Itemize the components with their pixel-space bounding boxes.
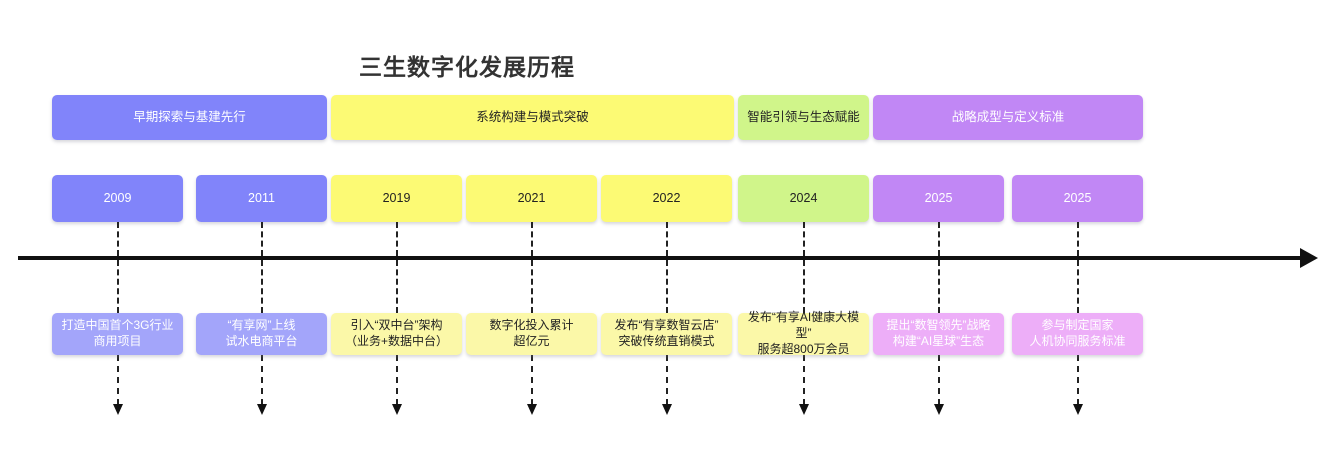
event-line-2: 超亿元: [513, 334, 550, 348]
connector-arrowhead-5: [662, 404, 672, 415]
event-box-5[interactable]: 发布“有享数智云店”突破传统直销模式: [601, 313, 732, 355]
event-text: 数字化投入累计超亿元: [470, 318, 593, 350]
event-box-8[interactable]: 参与制定国家人机协同服务标准: [1012, 313, 1143, 355]
connector-dash-lower-3: [396, 355, 398, 405]
event-line-2: （业务+数据中台）: [344, 334, 448, 348]
event-line-1: 数字化投入累计: [489, 318, 574, 333]
connector-dash-lower-6: [803, 355, 805, 405]
connector-dash-middle-5: [666, 260, 668, 313]
year-label: 2022: [652, 191, 681, 206]
connector-dash-upper-6: [803, 222, 805, 256]
event-line-1: 打造中国首个3G行业: [61, 318, 174, 333]
year-box-2021-4[interactable]: 2021: [466, 175, 597, 222]
connector-dash-middle-4: [531, 260, 533, 313]
connector-dash-upper-8: [1077, 222, 1079, 256]
event-line-2: 构建“AI星球”生态: [892, 334, 985, 348]
connector-dash-middle-6: [803, 260, 805, 313]
phase-bar-label: 系统构建与模式突破: [476, 110, 589, 125]
event-box-1[interactable]: 打造中国首个3G行业商用项目: [52, 313, 183, 355]
connector-dash-lower-8: [1077, 355, 1079, 405]
year-label: 2025: [1063, 191, 1092, 206]
connector-arrowhead-1: [113, 404, 123, 415]
connector-arrowhead-3: [392, 404, 402, 415]
year-label: 2011: [248, 191, 275, 206]
year-box-2009-1[interactable]: 2009: [52, 175, 183, 222]
phase-bar-3[interactable]: 智能引领与生态赋能: [738, 95, 869, 140]
timeline-axis-line: [18, 256, 1304, 260]
connector-dash-upper-2: [261, 222, 263, 256]
connector-arrowhead-4: [527, 404, 537, 415]
phase-bar-label: 智能引领与生态赋能: [747, 110, 860, 125]
event-text: 发布“有享数智云店”突破传统直销模式: [605, 318, 728, 350]
event-box-3[interactable]: 引入“双中台”架构（业务+数据中台）: [331, 313, 462, 355]
event-box-7[interactable]: 提出“数智领先”战略构建“AI星球”生态: [873, 313, 1004, 355]
phase-bar-4[interactable]: 战略成型与定义标准: [873, 95, 1143, 140]
connector-dash-middle-2: [261, 260, 263, 313]
event-line-2: 商用项目: [93, 334, 142, 348]
phase-bar-label: 战略成型与定义标准: [951, 110, 1065, 125]
connector-dash-upper-7: [938, 222, 940, 256]
connector-dash-middle-3: [396, 260, 398, 313]
connector-dash-upper-1: [117, 222, 119, 256]
connector-dash-lower-2: [261, 355, 263, 405]
connector-dash-middle-8: [1077, 260, 1079, 313]
event-box-4[interactable]: 数字化投入累计超亿元: [466, 313, 597, 355]
connector-dash-upper-5: [666, 222, 668, 256]
year-box-2024-6[interactable]: 2024: [738, 175, 869, 222]
connector-dash-middle-1: [117, 260, 119, 313]
connector-dash-lower-4: [531, 355, 533, 405]
connector-arrowhead-7: [934, 404, 944, 415]
event-line-2: 试水电商平台: [225, 334, 298, 348]
year-label: 2024: [789, 191, 818, 206]
year-box-2011-2[interactable]: 2011: [196, 175, 327, 222]
phase-bar-label: 早期探索与基建先行: [133, 110, 246, 125]
event-text: 打造中国首个3G行业商用项目: [56, 318, 179, 350]
event-text: 发布“有享AI健康大模型”服务超800万会员: [742, 310, 865, 357]
year-label: 2021: [517, 191, 546, 206]
event-line-2: 突破传统直销模式: [618, 334, 715, 348]
page-title: 三生数字化发展历程: [359, 54, 575, 80]
connector-dash-lower-1: [117, 355, 119, 405]
event-box-2[interactable]: “有享网”上线试水电商平台: [196, 313, 327, 355]
year-box-2025-8[interactable]: 2025: [1012, 175, 1143, 222]
event-text: “有享网”上线试水电商平台: [200, 318, 323, 350]
event-line-1: 提出“数智领先”战略: [886, 318, 991, 333]
event-line-1: “有享网”上线: [227, 318, 296, 333]
connector-dash-lower-5: [666, 355, 668, 405]
connector-arrowhead-8: [1073, 404, 1083, 415]
event-line-1: 引入“双中台”架构: [350, 318, 443, 333]
event-line-1: 发布“有享数智云店”: [614, 318, 719, 333]
event-text: 引入“双中台”架构（业务+数据中台）: [335, 318, 458, 350]
event-text: 提出“数智领先”战略构建“AI星球”生态: [877, 318, 1000, 350]
event-line-2: 服务超800万会员: [757, 341, 850, 356]
connector-dash-upper-4: [531, 222, 533, 256]
year-label: 2009: [103, 191, 132, 206]
phase-bar-1[interactable]: 早期探索与基建先行: [52, 95, 327, 140]
phase-bar-2[interactable]: 系统构建与模式突破: [331, 95, 734, 140]
connector-arrowhead-2: [257, 404, 267, 415]
event-line-1: 发布“有享AI健康大模型”: [747, 310, 860, 341]
connector-dash-lower-7: [938, 355, 940, 405]
year-label: 2025: [924, 191, 953, 206]
connector-dash-upper-3: [396, 222, 398, 256]
event-text: 参与制定国家人机协同服务标准: [1016, 318, 1139, 350]
year-box-2019-3[interactable]: 2019: [331, 175, 462, 222]
year-box-2022-5[interactable]: 2022: [601, 175, 732, 222]
event-line-2: 人机协同服务标准: [1029, 334, 1126, 348]
connector-arrowhead-6: [799, 404, 809, 415]
timeline-axis-arrowhead: [1300, 248, 1318, 268]
connector-dash-middle-7: [938, 260, 940, 313]
year-label: 2019: [382, 191, 411, 206]
event-line-1: 参与制定国家: [1041, 318, 1114, 333]
event-box-6[interactable]: 发布“有享AI健康大模型”服务超800万会员: [738, 310, 869, 357]
year-box-2025-7[interactable]: 2025: [873, 175, 1004, 222]
